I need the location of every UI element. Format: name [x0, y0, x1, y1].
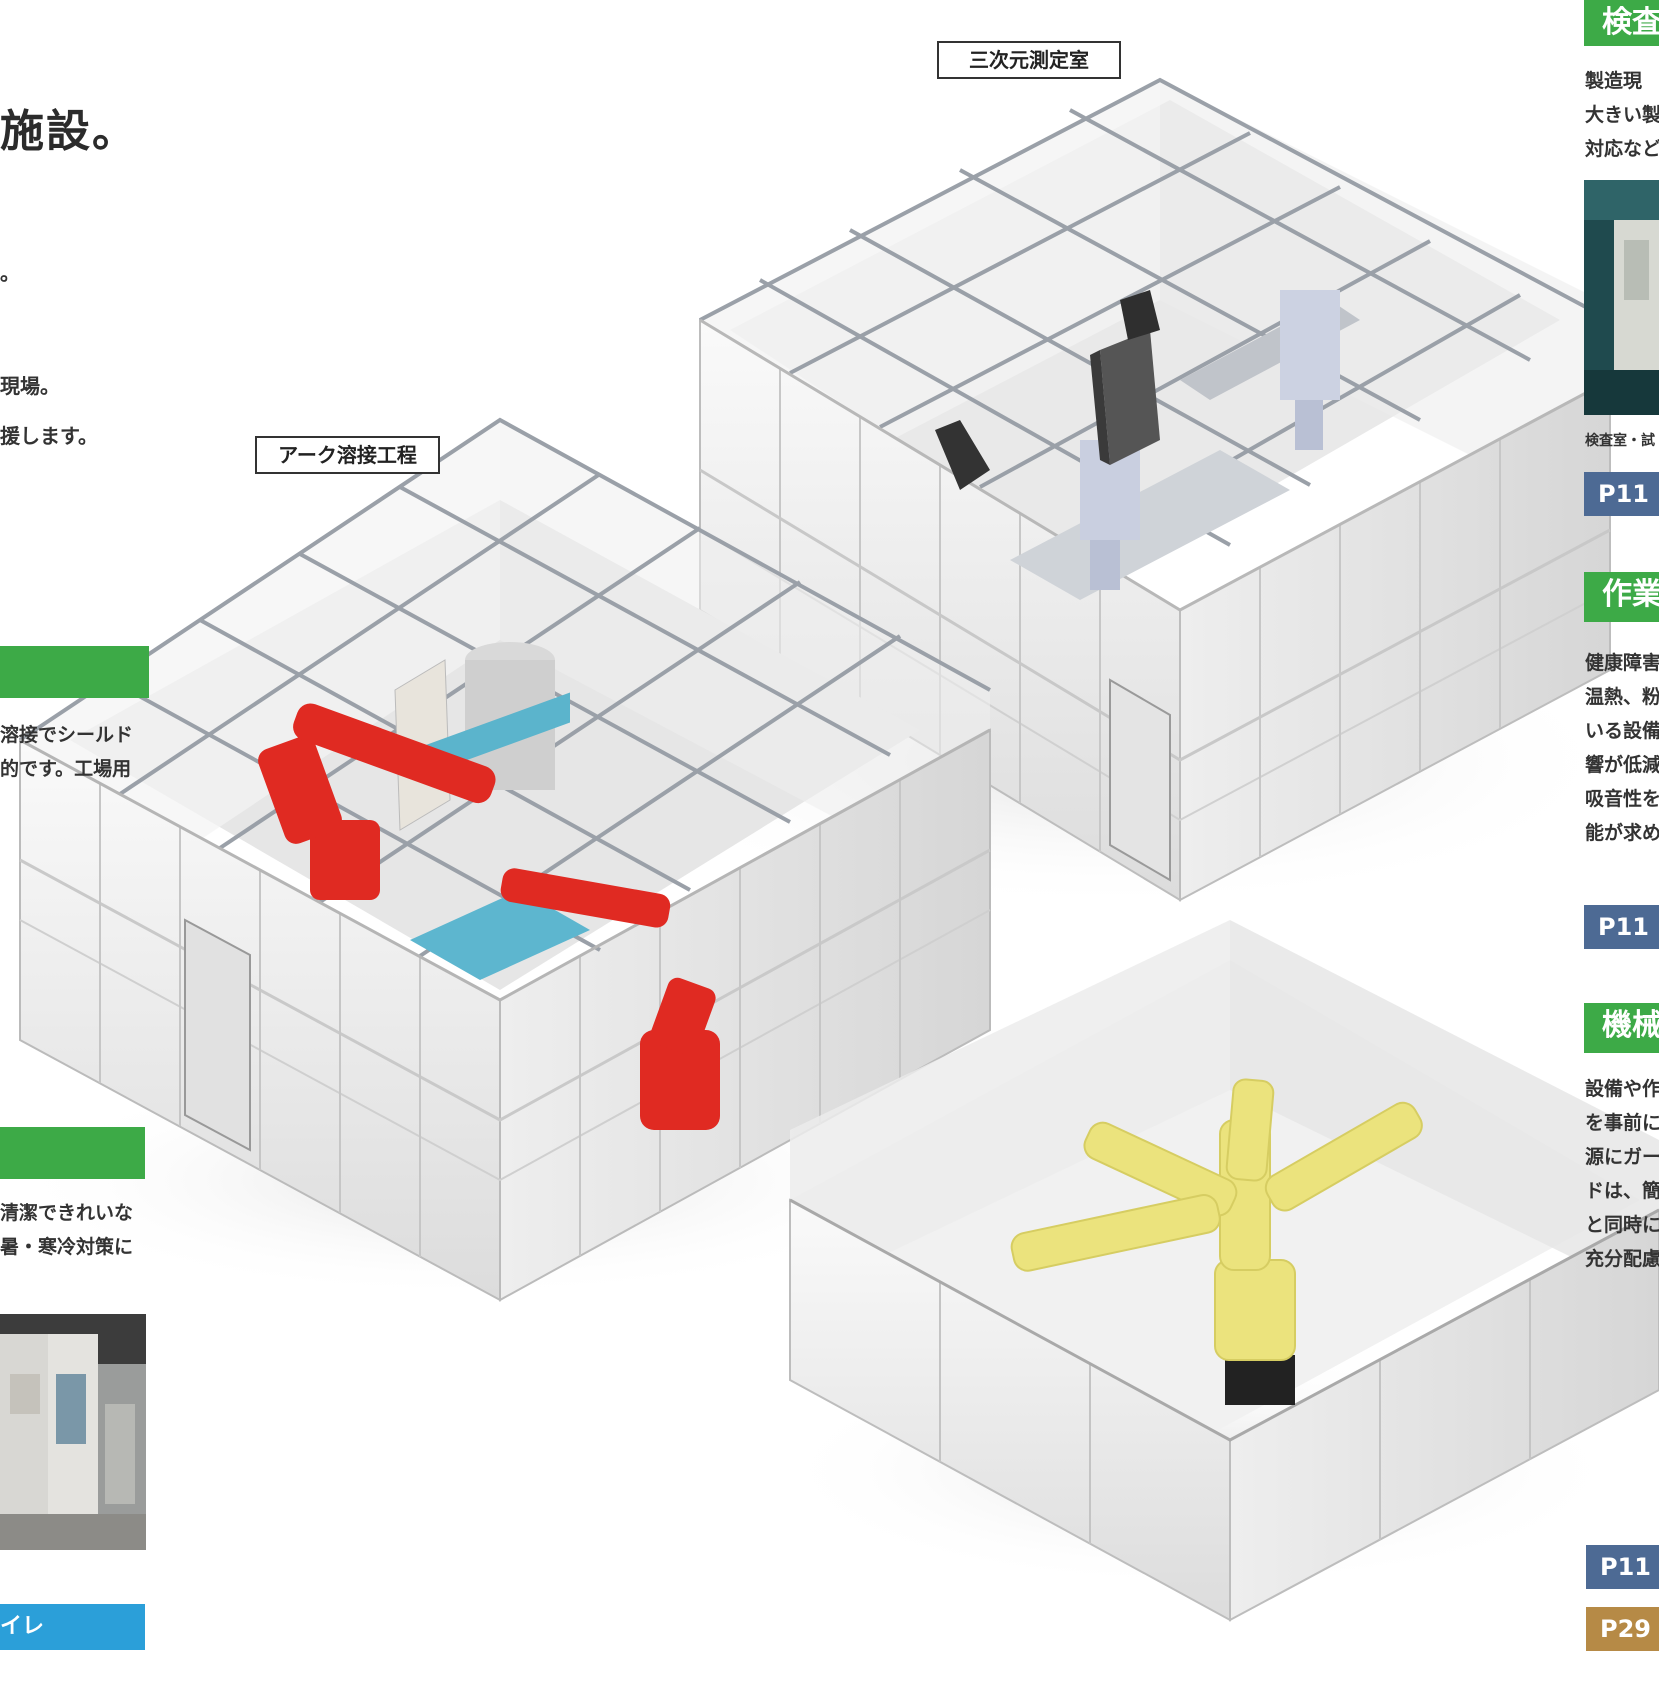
yellow-robot	[1010, 1078, 1423, 1405]
machine-title: 機械	[1584, 1003, 1659, 1053]
cmm-room-label: 三次元測定室	[937, 41, 1121, 79]
work-desc-line-4: 響が低減	[1585, 754, 1659, 776]
machine-guard	[770, 920, 1659, 1622]
work-desc-line-2: 温熱、粉	[1585, 686, 1659, 708]
section-2-desc-line-2: 暑・寒冷対策に	[0, 1236, 134, 1258]
inspection-caption: 検査室・試	[1585, 433, 1655, 449]
inspection-page-ref[interactable]: P11	[1584, 472, 1659, 516]
intro-line-2: 現場。	[0, 374, 60, 398]
computer-cabinet	[935, 290, 1160, 490]
facility-photo-left-image	[0, 1314, 146, 1550]
machine-desc-line-4: ドは、簡	[1585, 1180, 1659, 1202]
facility-photo-left	[0, 1314, 146, 1550]
work-desc-line-6: 能が求め	[1585, 822, 1659, 844]
work-page-ref[interactable]: P11	[1584, 905, 1659, 949]
machine-desc-line-1: 設備や作	[1585, 1078, 1659, 1100]
machine-desc: 設備や作 を事前に 源にガー ドは、簡 と同時に 充分配慮	[1585, 1072, 1659, 1276]
intro-line-3: 援します。	[0, 424, 98, 448]
machine-page-ref-2[interactable]: P29	[1586, 1607, 1659, 1651]
intro-line-1: 。	[0, 261, 20, 285]
section-1-green-bar	[0, 646, 149, 698]
work-title: 作業	[1584, 572, 1659, 622]
inspection-desc-line-1: 製造現	[1585, 70, 1643, 92]
machine-desc-line-3: 源にガー	[1585, 1146, 1659, 1168]
inspection-desc-line-3: 対応など	[1585, 138, 1659, 160]
section-1-desc-line-1: 溶接でシールド	[0, 724, 134, 746]
inspection-title: 検査	[1584, 0, 1659, 46]
inspection-photo-image	[1584, 180, 1659, 415]
inspection-photo	[1584, 180, 1659, 415]
page-headline: 施設。	[0, 106, 138, 157]
work-desc: 健康障害 温熱、粉 いる設備 響が低減 吸音性を 能が求め	[1585, 646, 1659, 850]
work-desc-line-1: 健康障害	[1585, 652, 1659, 674]
machine-desc-line-6: 充分配慮	[1585, 1248, 1659, 1270]
toilet-bar: イレ	[0, 1604, 145, 1650]
section-2-green-bar	[0, 1127, 145, 1179]
arc-welding-label: アーク溶接工程	[255, 436, 440, 474]
machine-desc-line-2: を事前に	[1585, 1112, 1659, 1134]
work-desc-line-3: いる設備	[1585, 720, 1659, 742]
cmm-machine	[1010, 290, 1360, 600]
machine-desc-line-5: と同時に	[1585, 1214, 1659, 1236]
section-2-desc-line-1: 清潔できれいな	[0, 1202, 134, 1224]
work-desc-line-5: 吸音性を	[1585, 788, 1659, 810]
machine-page-ref-1[interactable]: P11	[1586, 1545, 1659, 1589]
arc-welding-room	[0, 417, 991, 1302]
inspection-desc-line-2: 大きい製	[1585, 104, 1659, 126]
inspection-desc: 製造現 大きい製 対応など	[1585, 64, 1659, 166]
section-1-desc-line-2: 的です。工場用	[0, 758, 132, 780]
red-welding-robot	[258, 703, 720, 1130]
